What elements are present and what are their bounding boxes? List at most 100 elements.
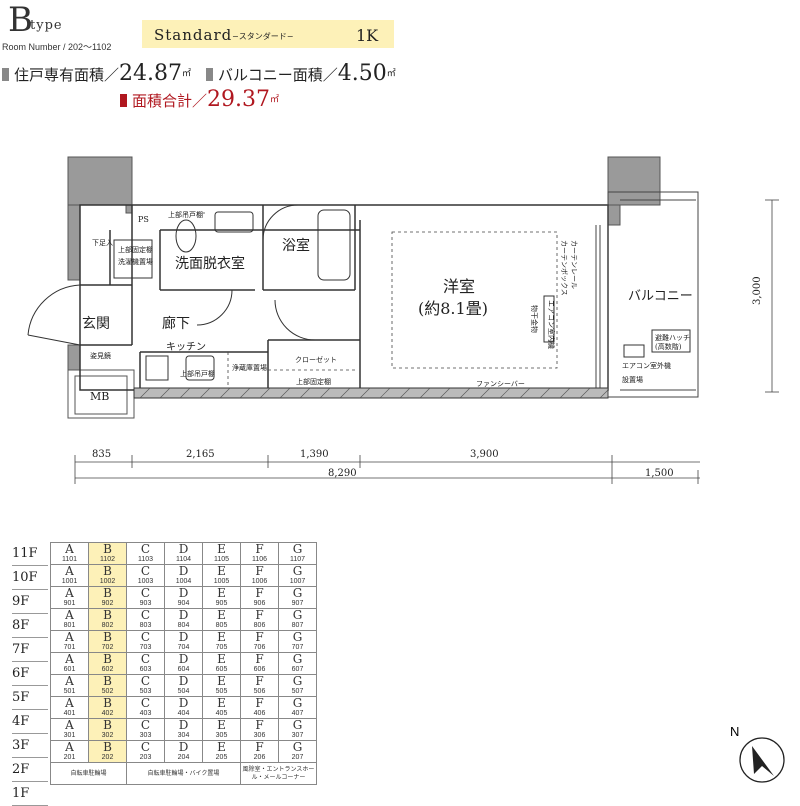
unit-letter: C: [140, 696, 151, 710]
unit-number: 903: [139, 600, 152, 607]
unit-letter: F: [255, 740, 264, 754]
unit-letter: A: [65, 696, 74, 710]
western-door-icon: [274, 299, 316, 341]
unit-number: 302: [101, 732, 114, 739]
unit-number: 507: [291, 688, 304, 695]
unit-number: 1104: [175, 556, 192, 563]
balcony-area-unit: ㎡: [386, 69, 396, 79]
unit-number: 605: [215, 666, 228, 673]
unit-letter: G: [292, 608, 303, 622]
unit-letter: A: [65, 674, 74, 688]
floor-label: 9F: [12, 590, 48, 614]
note-upper-fixed-shelf-2: 上部固定棚: [296, 377, 331, 386]
floor-label: 4F: [12, 710, 48, 734]
note-fan-cover: ファンシーバー: [476, 380, 525, 388]
label-bath: 浴室: [282, 237, 310, 254]
unit-letter: A: [65, 586, 74, 600]
unit-number: 706: [253, 644, 266, 651]
unit-number: 606: [253, 666, 266, 673]
unit-number: 1103: [137, 556, 154, 563]
unit-number: 1102: [99, 556, 116, 563]
unit-letter: C: [140, 740, 151, 754]
unit-letter: B: [103, 674, 112, 688]
unit-number: 404: [177, 710, 190, 717]
unit-letter: F: [255, 718, 264, 732]
label-kitchen: キッチン: [166, 341, 206, 353]
unit-letter: C: [140, 718, 151, 732]
unit-letter: A: [65, 630, 74, 644]
dashed-lines: [185, 212, 558, 385]
corridor-door-icon: [196, 289, 233, 326]
floor-label: 1F: [12, 782, 48, 806]
private-area-value: 24.87: [119, 61, 182, 86]
type-word: type: [30, 18, 63, 33]
unit-number: 205: [215, 754, 228, 761]
unit-number: 403: [139, 710, 152, 717]
unit-number: 1002: [99, 578, 116, 585]
facility-cell: 自転車駐輪場: [50, 762, 127, 785]
unit-number: 303: [139, 732, 152, 739]
unit-number: 807: [291, 622, 304, 629]
dim-1390: 1,390: [300, 449, 329, 460]
floor-label: 10F: [12, 566, 48, 590]
unit-letter: F: [255, 542, 264, 556]
unit-letter: D: [178, 740, 189, 754]
unit-letter: G: [292, 740, 303, 754]
unit-letter: G: [292, 564, 303, 578]
unit-number: 306: [253, 732, 266, 739]
unit-letter: C: [140, 542, 151, 556]
unit-number: 803: [139, 622, 152, 629]
unit-letter: E: [217, 542, 226, 556]
unit-letter: B: [103, 564, 112, 578]
north-label: N: [730, 724, 739, 739]
plan-name-box: [142, 20, 394, 48]
plan-name-sub: −スタンダード−: [232, 32, 294, 41]
unit-number: 1105: [213, 556, 230, 563]
note-hanger: 物干金物: [530, 305, 539, 333]
label-corridor: 廊下: [162, 315, 190, 332]
unit-number: 1006: [251, 578, 268, 585]
dimension-lines: [74, 199, 779, 484]
unit-number: 907: [291, 600, 304, 607]
dim-3900: 3,900: [470, 449, 499, 460]
note-upper-shelf-1: 上部吊戸棚: [168, 210, 203, 219]
unit-letter: B: [103, 608, 112, 622]
unit-letter: A: [65, 564, 74, 578]
unit-letter: D: [178, 652, 189, 666]
table-row-1f: 自転車駐輪場自転車駐輪場・バイク置場風除室・エントランスホール・メールコーナー: [50, 762, 317, 785]
unit-letter: F: [255, 564, 264, 578]
type-letter: B: [8, 0, 33, 40]
unit-letter: D: [178, 696, 189, 710]
unit-number: 705: [215, 644, 228, 651]
total-area-label: 面積合計／: [132, 92, 208, 110]
total-area-row: 面積合計／29.37㎡: [120, 89, 279, 111]
unit-letter: F: [255, 586, 264, 600]
unit-number: 901: [63, 600, 76, 607]
private-area-label: 住戸専有面積／: [14, 66, 120, 84]
unit-number: 607: [291, 666, 304, 673]
aircon-outdoor-icon: [623, 344, 645, 358]
unit-number: 604: [177, 666, 190, 673]
unit-number: 601: [63, 666, 76, 673]
unit-number: 1101: [61, 556, 78, 563]
